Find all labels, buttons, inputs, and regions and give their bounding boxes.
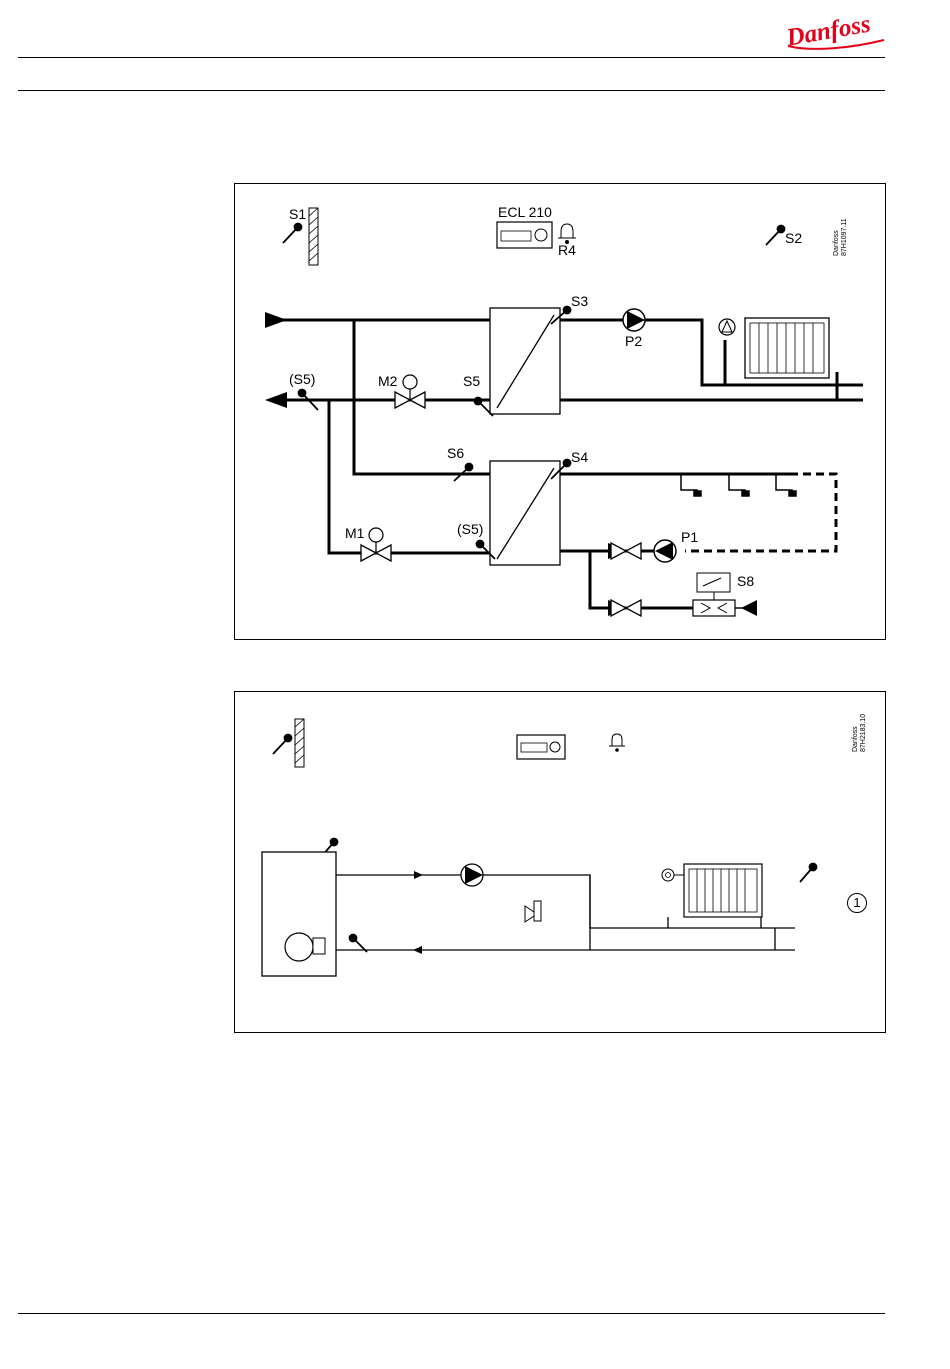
label-s6: S6 [447,446,464,460]
diagram-1-code-line1: Danfoss [833,230,841,256]
label-p1: P1 [681,530,698,544]
danfoss-logo: Danfoss [782,10,890,52]
header-rule-bottom [18,90,885,91]
marker-1: 1 [847,893,867,913]
label-ecl-210: ECL 210 [498,205,552,219]
label-m1: M1 [345,526,364,540]
label-s4: S4 [571,450,588,464]
diagram-2-panel: Danfoss 87H2183.10 1 [234,691,886,1033]
label-s8: S8 [737,574,754,588]
footer-rule [18,1313,885,1314]
diagram-1-code-line2: 87H1097.11 [841,218,849,256]
diagram-2-code-line1: Danfoss [852,726,860,752]
header-rule-top [18,57,885,58]
diagram-2-schematic [235,692,885,1032]
label-s5: S5 [463,374,480,388]
label-s5-paren-left: (S5) [289,372,315,386]
label-m2: M2 [378,374,397,388]
label-s1: S1 [289,207,306,221]
label-s5-paren-mid: (S5) [457,522,483,536]
label-p2: P2 [625,334,642,348]
diagram-2-code-line2: 87H2183.10 [860,714,868,752]
diagram-1-panel: S1 ECL 210 R4 S2 S3 P2 (S5) M2 S5 S6 S4 … [234,183,886,640]
label-s3: S3 [571,294,588,308]
label-s2: S2 [785,231,802,245]
label-r4: R4 [558,243,576,257]
